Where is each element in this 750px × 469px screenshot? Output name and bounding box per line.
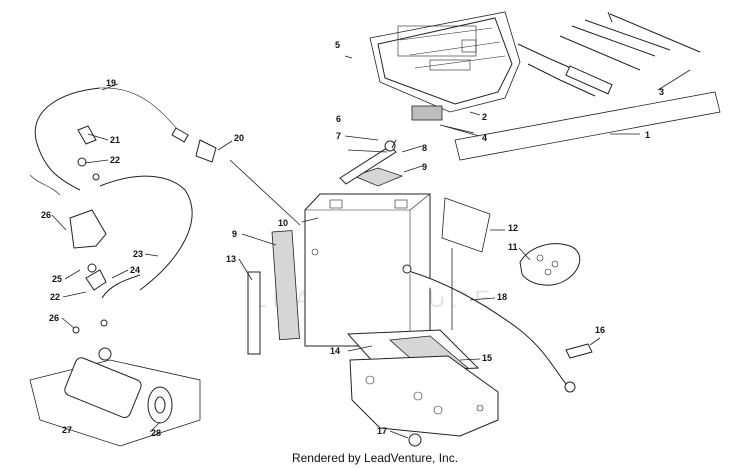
callout-5: 5 bbox=[335, 40, 340, 50]
leader-lines bbox=[51, 69, 691, 439]
callout-12: 12 bbox=[508, 223, 518, 233]
callout-23: 23 bbox=[133, 249, 143, 259]
callout-17: 17 bbox=[377, 426, 387, 436]
callout-18: 18 bbox=[497, 292, 507, 302]
callout-26-top: 26 bbox=[41, 210, 51, 220]
callout-11: 11 bbox=[508, 242, 518, 252]
callout-3: 3 bbox=[659, 87, 664, 97]
callout-labels: 1 2 3 4 5 6 7 8 9 9 10 11 12 13 14 15 16… bbox=[41, 40, 664, 438]
battery-assembly bbox=[247, 139, 601, 447]
callout-26-bottom: 26 bbox=[49, 313, 59, 323]
callout-7: 7 bbox=[336, 131, 341, 141]
callout-27: 27 bbox=[62, 425, 72, 435]
starter-wiring-group bbox=[29, 87, 301, 334]
tool-kit-group bbox=[344, 11, 721, 161]
callout-22-top: 22 bbox=[110, 155, 120, 165]
callout-4: 4 bbox=[482, 133, 487, 143]
callout-13: 13 bbox=[226, 254, 236, 264]
hand-tools bbox=[517, 11, 701, 97]
render-credit: Rendered by LeadVenture, Inc. bbox=[291, 451, 459, 465]
callout-10: 10 bbox=[278, 218, 288, 228]
callout-16: 16 bbox=[595, 325, 605, 335]
callout-15: 15 bbox=[482, 353, 492, 363]
callout-2: 2 bbox=[482, 112, 487, 122]
callout-14: 14 bbox=[330, 346, 340, 356]
callout-24: 24 bbox=[130, 265, 140, 275]
callout-9-top: 9 bbox=[422, 162, 427, 172]
callout-1: 1 bbox=[645, 130, 650, 140]
callout-28: 28 bbox=[151, 428, 161, 438]
callout-20: 20 bbox=[234, 133, 244, 143]
callout-6: 6 bbox=[336, 114, 341, 124]
callout-19: 19 bbox=[106, 78, 116, 88]
callout-22-bottom: 22 bbox=[50, 292, 60, 302]
starter-motor bbox=[29, 347, 201, 447]
callout-9-left: 9 bbox=[232, 229, 237, 239]
callout-25: 25 bbox=[52, 274, 62, 284]
callout-8: 8 bbox=[422, 143, 427, 153]
callout-21: 21 bbox=[110, 135, 120, 145]
